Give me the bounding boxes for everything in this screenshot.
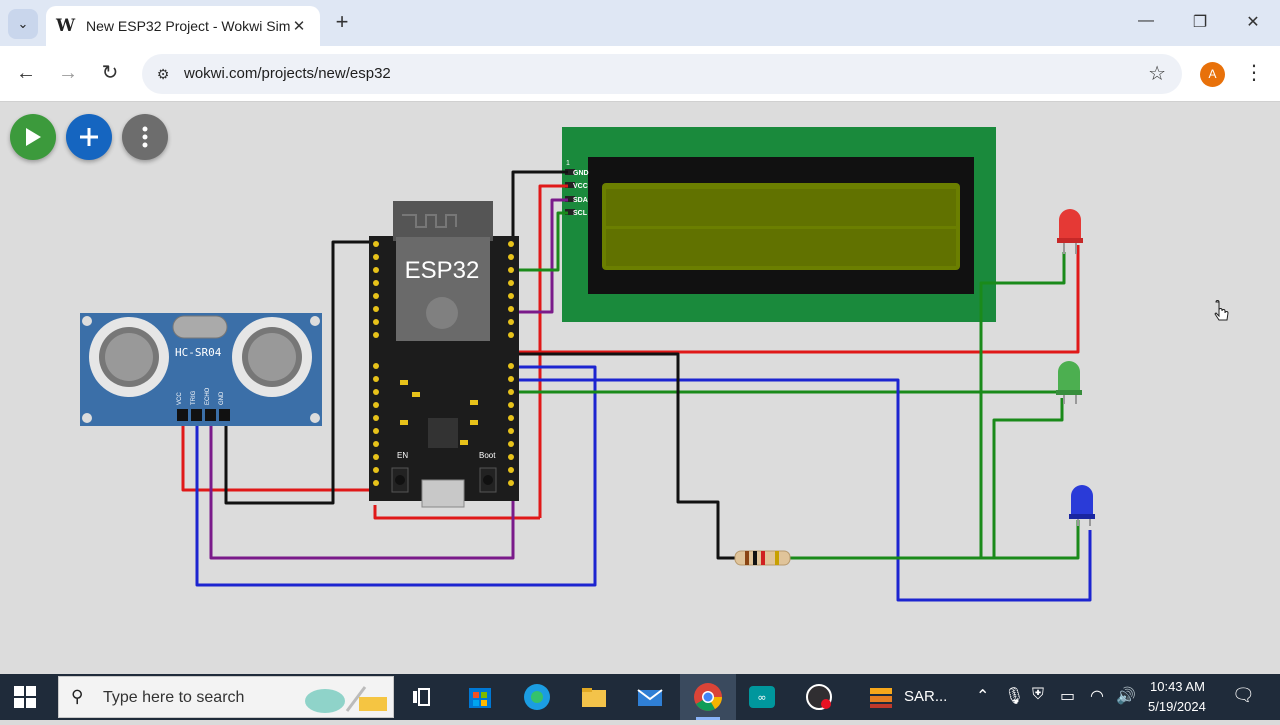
wire-lcd-sda (514, 198, 568, 314)
wire-lcd-vcc (538, 184, 568, 518)
tab-strip: ⌄ W New ESP32 Project - Wokwi Sim ✕ + — … (0, 0, 1280, 46)
hc-sr04-sensor[interactable]: HC-SR04 VCC TRIG ECHO GND (80, 313, 322, 426)
minimize-button[interactable]: — (1138, 12, 1154, 29)
chevron-down-icon: ⌄ (17, 16, 29, 31)
search-icon: ⚲ (71, 687, 84, 706)
sensor-pin-echo: ECHO (205, 387, 211, 405)
chrome-icon (694, 683, 722, 720)
search-highlight-icon (305, 686, 387, 713)
wokwi-favicon-icon: W (56, 16, 76, 36)
lcd-pin-sda: SDA (573, 197, 588, 204)
app-stack-icon[interactable] (864, 680, 898, 714)
wire-red-led (374, 245, 1080, 354)
browser-tab[interactable]: W New ESP32 Project - Wokwi Sim ✕ (46, 6, 320, 46)
edge-icon[interactable] (520, 680, 554, 714)
sensor-pin-gnd: GND (219, 391, 225, 405)
new-tab-button[interactable]: + (335, 9, 349, 34)
wire-sensor-trig (195, 365, 597, 587)
reload-button[interactable]: ↻ (98, 62, 122, 86)
more-vert-icon (142, 126, 148, 148)
led-blue[interactable] (1069, 485, 1095, 526)
boot-button-label: Boot (479, 451, 496, 460)
site-settings-icon[interactable]: ⚙ (156, 66, 170, 82)
svg-text:∞: ∞ (757, 691, 766, 704)
lcd-pin-scl: SCL (573, 210, 588, 217)
chrome-taskbar-button[interactable] (680, 674, 736, 720)
search-placeholder: Type here to search (103, 689, 245, 706)
clock-date[interactable]: 5/19/2024 (1148, 699, 1206, 714)
browser-toolbar: ← → ↻ ⚙ wokwi.com/projects/new/esp32 ☆ A… (0, 46, 1280, 102)
windows-start-icon[interactable] (14, 686, 36, 708)
arrow-right-icon: → (58, 62, 78, 84)
simulator-canvas[interactable]: 1 GND VCC SDA SCL (0, 102, 1280, 674)
microsoft-store-icon[interactable] (463, 680, 497, 714)
en-button-label: EN (397, 451, 408, 460)
close-tab-icon[interactable]: ✕ (292, 18, 306, 35)
lcd-pin-gnd: GND (573, 170, 589, 177)
wire-blue-led (380, 378, 1092, 602)
microphone-icon[interactable]: 🎙 (1004, 688, 1025, 705)
back-button[interactable]: ← (14, 62, 38, 86)
wire-lcd-gnd (511, 170, 568, 240)
sensor-pin-vcc: VCC (177, 392, 183, 405)
clock-time[interactable]: 10:43 AM (1150, 679, 1205, 694)
esp32-board[interactable]: ESP32 EN Boot (369, 201, 519, 508)
plus-icon (80, 128, 98, 146)
wire-gnd-resistor (374, 352, 737, 560)
close-window-button[interactable]: ✕ (1246, 14, 1260, 31)
mouse-cursor-icon (1214, 300, 1229, 321)
led-green[interactable] (1056, 361, 1082, 404)
play-icon (26, 128, 41, 146)
taskbar-app-label[interactable]: SAR... (904, 688, 948, 705)
profile-avatar[interactable]: A (1200, 62, 1225, 87)
url-text: wokwi.com/projects/new/esp32 (184, 65, 391, 82)
restore-button[interactable]: ❐ (1192, 14, 1208, 31)
notifications-icon[interactable]: 🗨 (1232, 685, 1255, 705)
file-explorer-icon[interactable] (577, 680, 611, 714)
lcd-display[interactable]: 1 GND VCC SDA SCL (562, 127, 996, 322)
battery-icon[interactable]: ▭ (1060, 688, 1076, 705)
lcd-pin-index: 1 (566, 160, 570, 167)
chevron-up-icon[interactable]: ⌃ (976, 688, 990, 705)
led-red[interactable] (1057, 209, 1083, 254)
volume-icon[interactable]: 🔊 (1116, 688, 1136, 705)
forward-button[interactable]: → (56, 62, 80, 86)
mail-icon[interactable] (633, 680, 667, 714)
lcd-pin-vcc: VCC (573, 183, 588, 190)
wire-lcd-scl (514, 211, 568, 272)
security-icon[interactable]: ⛨ (1032, 686, 1045, 703)
taskbar-search-box[interactable]: ⚲ Type here to search (58, 676, 394, 718)
sensor-pin-trig: TRIG (191, 390, 197, 405)
address-bar[interactable]: ⚙ wokwi.com/projects/new/esp32 ☆ (142, 54, 1182, 94)
sensor-label: HC-SR04 (175, 346, 222, 359)
task-view-icon[interactable] (404, 680, 438, 714)
arduino-ide-icon[interactable]: ∞ (745, 680, 779, 714)
arrow-left-icon: ← (16, 62, 36, 84)
windows-taskbar: ⚲ Type here to search ∞ (0, 674, 1280, 720)
wire-sensor-gnd (224, 240, 378, 505)
add-part-button[interactable] (66, 114, 112, 160)
tab-title: New ESP32 Project - Wokwi Sim (86, 18, 291, 34)
chrome-menu-icon[interactable]: ⋮ (1244, 62, 1264, 84)
wire-sensor-vcc (181, 420, 375, 492)
esp32-label: ESP32 (405, 257, 480, 284)
bookmark-star-icon[interactable]: ☆ (1148, 63, 1166, 85)
start-simulation-button[interactable] (10, 114, 56, 160)
circuit-diagram: 1 GND VCC SDA SCL (80, 127, 1229, 602)
tab-search-button[interactable]: ⌄ (8, 9, 38, 39)
wire-resistor-common (788, 520, 1080, 560)
reload-icon: ↻ (101, 62, 119, 84)
wifi-icon[interactable]: ◠ (1090, 688, 1104, 705)
obs-studio-icon[interactable] (802, 680, 836, 714)
more-options-button[interactable] (122, 114, 168, 160)
resistor[interactable] (734, 550, 791, 566)
